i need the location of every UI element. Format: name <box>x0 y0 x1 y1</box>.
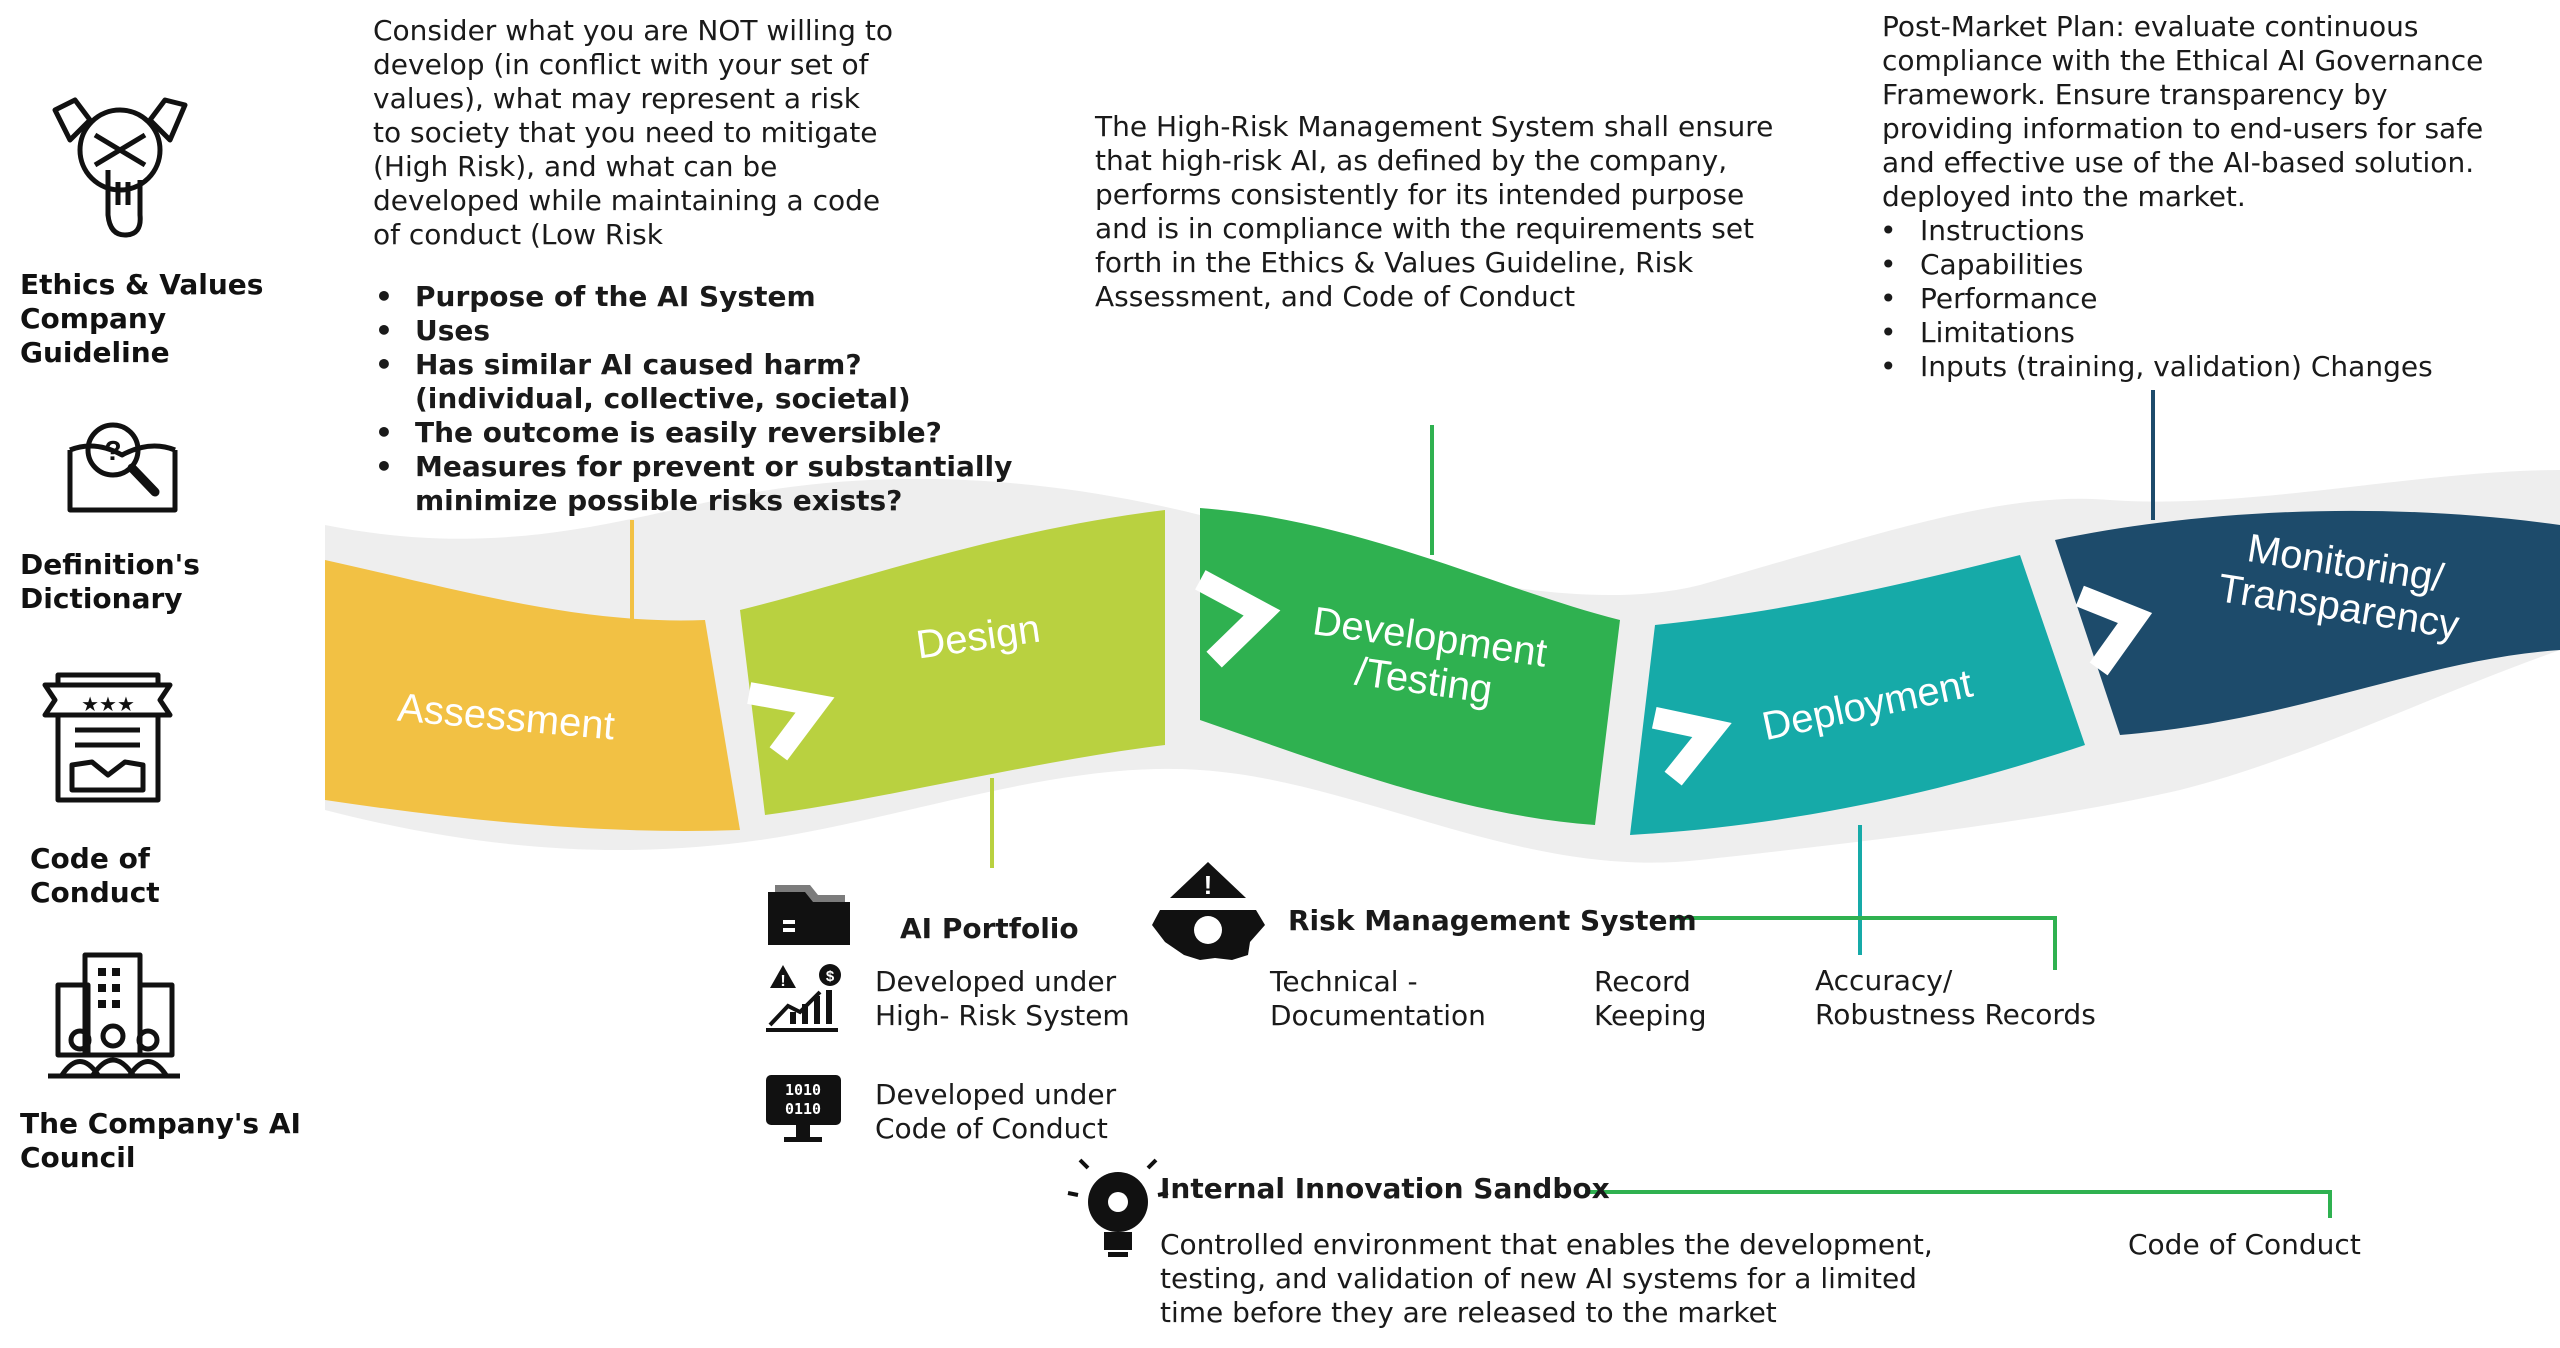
stage-assessment-shape <box>325 560 740 831</box>
bullet-item: Has similar AI caused harm?(individual, … <box>375 348 1012 416</box>
note-line: deployed into the market. <box>1882 180 2246 213</box>
assessment-note: Consider what you are NOT willing to dev… <box>373 14 893 252</box>
bullet-item: Performance <box>1880 282 2483 316</box>
lightbulb-gear-icon <box>1067 1158 1169 1257</box>
sandbox-code-conduct: Code of Conduct <box>2128 1228 2361 1261</box>
monitoring-note: Post-Market Plan: evaluate continuous co… <box>1880 10 2484 384</box>
text-line: Code of Conduct <box>875 1112 1108 1145</box>
portfolio-high-risk: Developed under High- Risk System <box>875 965 1130 1033</box>
sidebar-label-line: Code of <box>30 842 150 875</box>
arrow-right-icon <box>1651 706 1732 786</box>
risk-system-title: Risk Management System <box>1288 904 1697 937</box>
text-line: Developed under <box>875 965 1117 998</box>
text-line: High- Risk System <box>875 999 1130 1032</box>
assessment-bullets: Purpose of the AI System Uses Has simila… <box>373 280 1012 518</box>
warning-gear-icon: ! <box>1152 862 1265 960</box>
sidebar-label-line: Ethics & Values <box>20 268 264 301</box>
note-line: Assessment, and Code of Conduct <box>1095 280 1576 313</box>
bullet-item: Uses <box>375 314 1012 348</box>
note-line: and is in compliance with the requiremen… <box>1095 212 1755 245</box>
note-line: The High-Risk Management System shall en… <box>1095 110 1774 143</box>
sandbox-description: Controlled environment that enables the … <box>1160 1228 1933 1330</box>
book-search-icon: ? <box>67 422 178 513</box>
folder-stack-icon <box>768 885 850 945</box>
svg-text:1010: 1010 <box>785 1081 821 1099</box>
note-line: to society that you need to mitigate <box>373 116 878 149</box>
stage-design-shape <box>740 510 1165 815</box>
note-line: Post-Market Plan: evaluate continuous <box>1882 10 2419 43</box>
bullet-item: Instructions <box>1880 214 2483 248</box>
note-line: and effective use of the AI-based soluti… <box>1882 146 2475 179</box>
sidebar-label-line: Guideline <box>20 336 170 369</box>
text-line: Developed under <box>875 1078 1117 1111</box>
svg-text:!: ! <box>1204 870 1213 900</box>
risk-record-keeping: Record Keeping <box>1594 965 1707 1033</box>
stage-development-shape <box>1200 508 1620 825</box>
arrow-right-icon <box>2075 585 2153 676</box>
note-line: forth in the Ethics & Values Guideline, … <box>1095 246 1694 279</box>
note-line: developed while maintaining a code <box>373 184 881 217</box>
arrow-right-icon <box>747 682 835 761</box>
connector-sandbox <box>1585 1190 2332 1218</box>
risk-technical-documentation: Technical - Documentation <box>1270 965 1486 1033</box>
text-line: Accuracy/ <box>1815 964 1953 997</box>
binary-monitor-icon: 1010 0110 <box>766 1075 841 1142</box>
note-line: (High Risk), and what can be <box>373 150 778 183</box>
note-line: Consider what you are NOT willing to <box>373 14 893 47</box>
connector-risk-system <box>1670 916 2057 970</box>
arrow-right-icon <box>1195 570 1281 668</box>
note-line: performs consistently for its intended p… <box>1095 178 1745 211</box>
sandbox-title: Internal Innovation Sandbox <box>1160 1172 1610 1205</box>
text-line: Technical - <box>1270 965 1418 998</box>
bullet-item: Measures for prevent or substantiallymin… <box>375 450 1012 518</box>
note-line: compliance with the Ethical AI Governanc… <box>1882 44 2484 77</box>
text-line: Documentation <box>1270 999 1486 1032</box>
svg-text:0110: 0110 <box>785 1100 821 1118</box>
sidebar-label-ethics: Ethics & Values Company Guideline <box>20 268 263 370</box>
bullet-item: Capabilities <box>1880 248 2483 282</box>
text-line: Controlled environment that enables the … <box>1160 1228 1933 1261</box>
sidebar-label-line: Council <box>20 1141 136 1174</box>
text-line: testing, and validation of new AI system… <box>1160 1262 1917 1295</box>
risk-chart-icon: ! $ <box>766 964 841 1032</box>
bullet-item: Purpose of the AI System <box>375 280 1012 314</box>
handshake-hands-icon <box>52 97 188 238</box>
note-line: Framework. Ensure transparency by <box>1882 78 2388 111</box>
bullet-item: Limitations <box>1880 316 2483 350</box>
svg-text:★★★: ★★★ <box>81 692 135 716</box>
sidebar-label-dictionary: Definition's Dictionary <box>20 548 200 616</box>
svg-text:?: ? <box>104 435 121 466</box>
risk-accuracy-records: Accuracy/ Robustness Records <box>1815 964 2096 1032</box>
note-line: values), what may represent a risk <box>373 82 860 115</box>
stage-monitoring-shape <box>2055 510 2560 735</box>
note-line: providing information to end-users for s… <box>1882 112 2484 145</box>
sidebar-label-line: The Company's AI <box>20 1107 301 1140</box>
sidebar-label-council: The Company's AI Council <box>20 1107 301 1175</box>
sidebar-label-line: Definition's <box>20 548 200 581</box>
portfolio-code-conduct: Developed under Code of Conduct <box>875 1078 1116 1146</box>
text-line: Record <box>1594 965 1691 998</box>
building-people-icon <box>48 952 180 1079</box>
development-note: The High-Risk Management System shall en… <box>1095 110 1773 314</box>
stage-deployment-shape <box>1630 555 2085 835</box>
ai-portfolio-title: AI Portfolio <box>900 912 1079 945</box>
note-line: that high-risk AI, as defined by the com… <box>1095 144 1728 177</box>
text-line: time before they are released to the mar… <box>1160 1296 1777 1329</box>
certificate-handshake-icon: ★★★ <box>42 672 173 803</box>
bullet-item: Inputs (training, validation) Changes <box>1880 350 2483 384</box>
svg-text:!: ! <box>780 973 785 990</box>
sidebar-label-line: Conduct <box>30 876 160 909</box>
text-line: Keeping <box>1594 999 1707 1032</box>
note-line: of conduct (Low Risk <box>373 218 663 251</box>
note-line: develop (in conflict with your set of <box>373 48 869 81</box>
bullet-item: The outcome is easily reversible? <box>375 416 1012 450</box>
svg-text:$: $ <box>826 968 835 985</box>
sidebar-label-line: Dictionary <box>20 582 183 615</box>
sidebar-label-line: Company <box>20 302 167 335</box>
sidebar-label-conduct: Code of Conduct <box>30 842 160 910</box>
text-line: Robustness Records <box>1815 998 2096 1031</box>
